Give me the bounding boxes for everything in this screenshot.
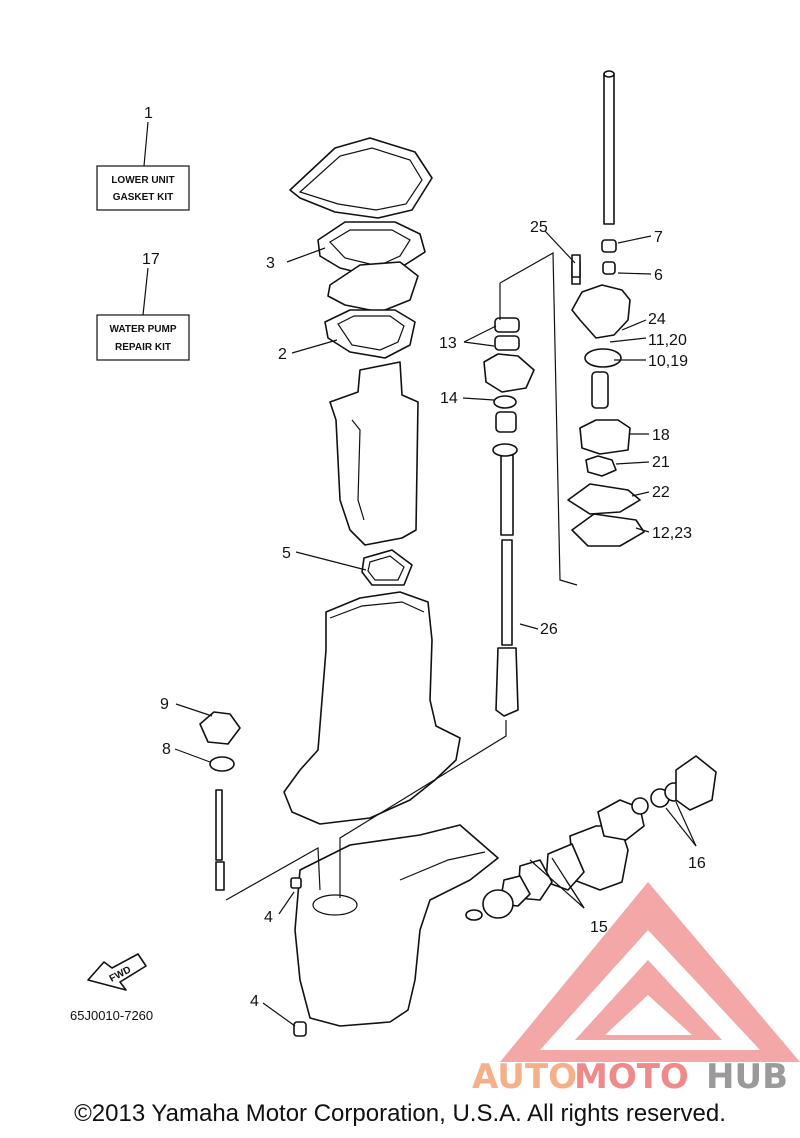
kit-number: 1 [144, 105, 153, 122]
watermark-logo [500, 882, 800, 1062]
callout-26: 26 [540, 621, 558, 638]
callout-11-20: 11,20 [648, 332, 687, 349]
callout-9: 9 [160, 696, 169, 713]
callout-4-lower: 4 [250, 993, 259, 1010]
spacer-plate [327, 261, 419, 313]
callout-12-23: 12,23 [652, 525, 692, 542]
callout-15: 15 [590, 919, 608, 936]
callout-16: 16 [688, 855, 706, 872]
leader-lines [174, 230, 697, 1027]
callout-6: 6 [654, 267, 663, 284]
kit-line-1: LOWER UNIT [111, 175, 174, 186]
shift-rod-o-ring [209, 756, 235, 772]
shift-rod [215, 789, 223, 861]
kit-line-2: GASKET KIT [113, 192, 174, 203]
prop-shaft-housing [569, 825, 629, 891]
callout-21: 21 [652, 454, 670, 471]
impeller [585, 455, 617, 477]
assembly-guide-lines [225, 251, 578, 901]
kit-line-2: REPAIR KIT [115, 342, 171, 353]
impeller-housing [579, 419, 631, 455]
insert-cartridge [584, 348, 622, 368]
callout-22: 22 [652, 484, 670, 501]
fwd-arrow-icon: FWD [87, 953, 147, 991]
top-cover-plate [289, 137, 433, 219]
drive-shaft [500, 454, 514, 536]
callout-25: 25 [530, 219, 548, 236]
kit-line-1: WATER PUMP [109, 324, 176, 335]
pump-housing [571, 284, 631, 339]
copyright-notice: ©2013 Yamaha Motor Corporation, U.S.A. A… [74, 1100, 726, 1127]
callout-4-upper: 4 [264, 909, 273, 926]
drive-housing [283, 591, 461, 825]
part-code: 65J0010-7260 [70, 1008, 153, 1023]
water-tube [603, 73, 615, 225]
kit-number: 17 [142, 251, 160, 268]
gasket-2 [324, 309, 416, 359]
callout-3: 3 [266, 255, 275, 272]
callout-8: 8 [162, 741, 171, 758]
watermark-auto: AUTO [472, 1057, 577, 1097]
watermark-hub: HUB [706, 1057, 788, 1097]
o-ring-14 [493, 395, 517, 409]
upper-casing [329, 361, 419, 546]
callout-2: 2 [278, 346, 287, 363]
watermark-moto: MOTO [574, 1057, 689, 1097]
callout-7: 7 [654, 229, 663, 246]
callout-24: 24 [648, 311, 666, 328]
outer-plate [567, 483, 641, 515]
callout-13: 13 [439, 335, 457, 352]
callout-10-19: 10,19 [648, 353, 688, 370]
kit-box-water-pump[interactable]: 17 WATER PUMP REPAIR KIT [96, 251, 190, 361]
bearing-housing [483, 353, 535, 393]
callout-5: 5 [282, 545, 291, 562]
callout-18: 18 [652, 427, 670, 444]
callout-numbers: 3 2 5 4 4 9 8 13 14 26 25 7 6 24 11,20 1… [160, 219, 706, 1010]
kit-box-lower-unit[interactable]: 1 LOWER UNIT GASKET KIT [96, 105, 190, 211]
watermark-text: AUTO MOTO HUB [472, 1057, 788, 1097]
callout-14: 14 [440, 390, 458, 407]
gasket-plate [571, 513, 645, 547]
gearcase [294, 824, 499, 1027]
bearing-housing-cap [675, 755, 717, 811]
